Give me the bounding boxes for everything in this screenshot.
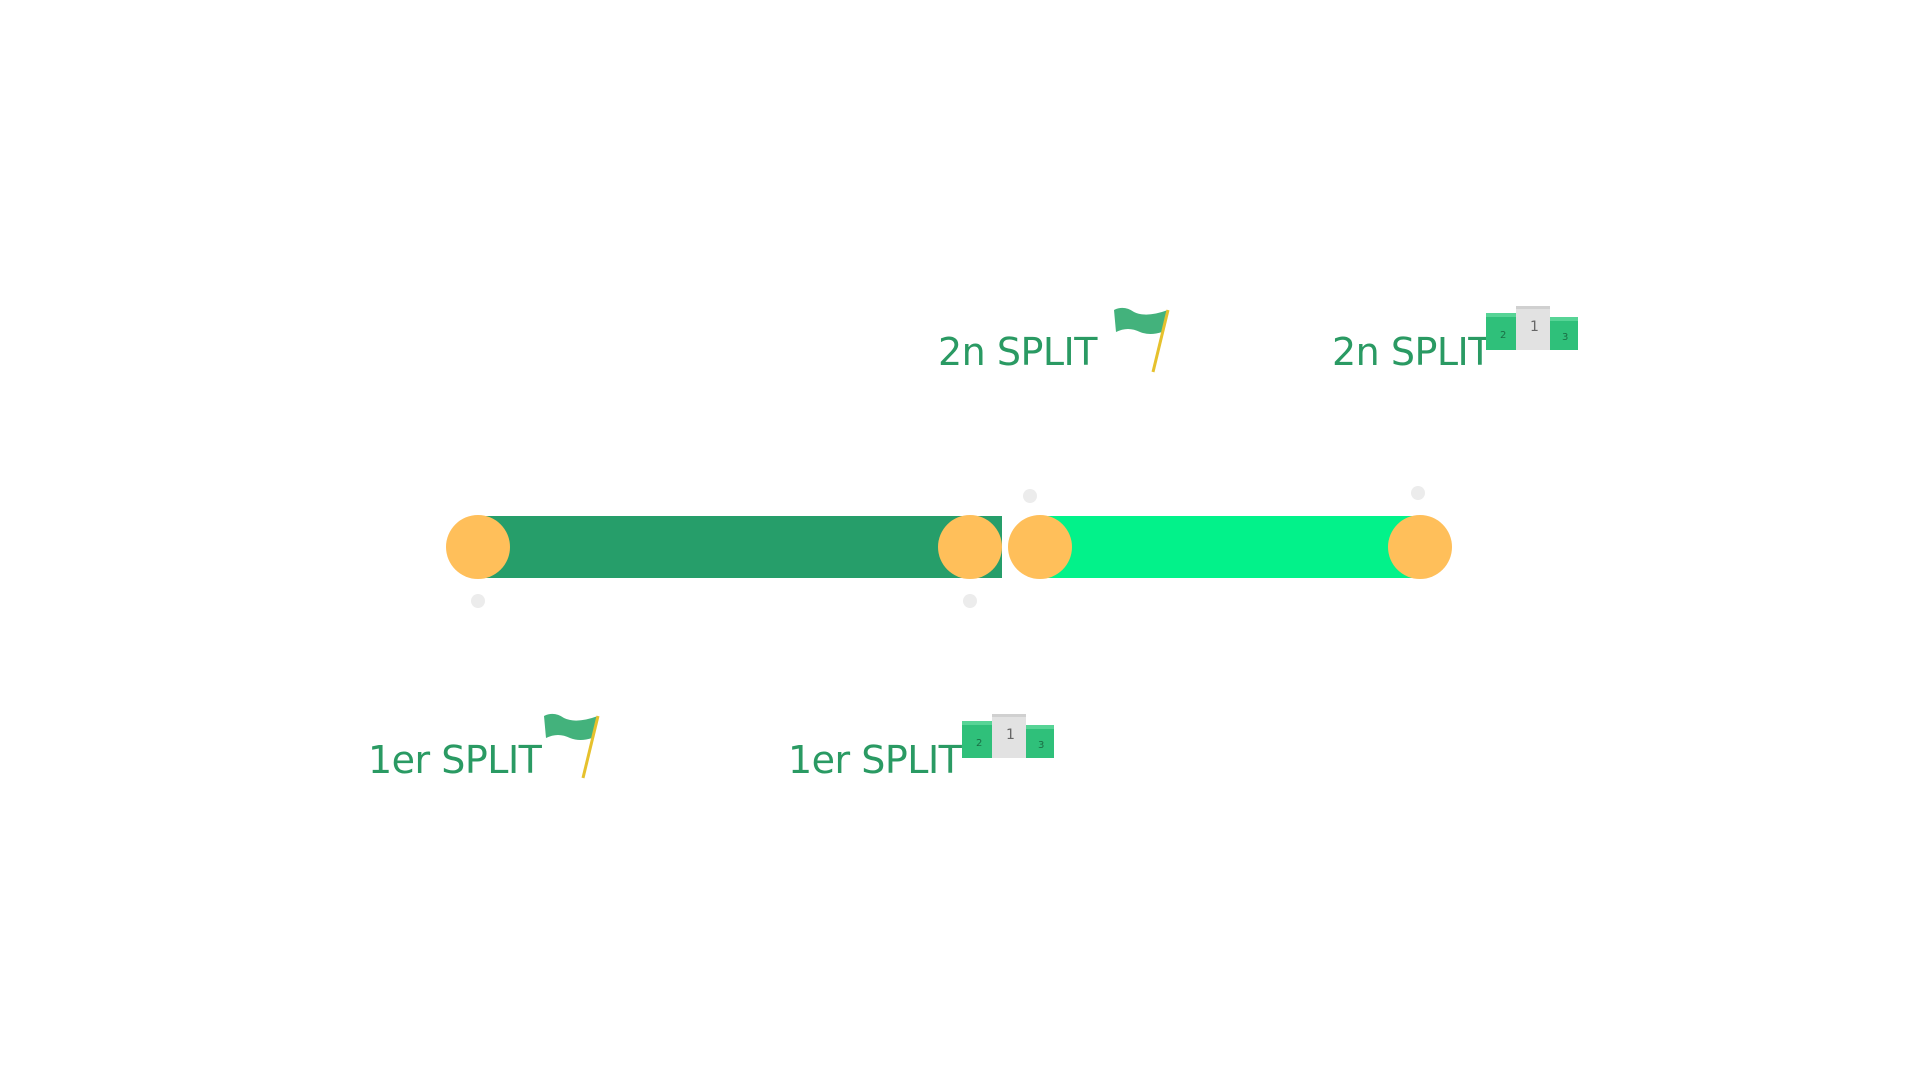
podium-second: 2	[976, 738, 982, 749]
split-2-end-node	[1388, 515, 1452, 579]
podium-third: 3	[1038, 740, 1044, 751]
split-2-bar	[1040, 516, 1420, 578]
split-1-start-node	[446, 515, 510, 579]
split-1-end-label: 1er SPLIT	[788, 738, 962, 782]
split-1-start-label: 1er SPLIT	[368, 738, 542, 782]
split-1-bar	[478, 516, 1002, 578]
split-2-start-node	[1008, 515, 1072, 579]
split-1-end-node	[938, 515, 1002, 579]
podium-icon: 2 1 3	[962, 714, 1054, 758]
podium-second: 2	[1500, 330, 1506, 341]
flag-icon	[540, 712, 602, 780]
podium-first: 1	[1530, 319, 1539, 335]
split-1-end-tick	[963, 594, 977, 608]
podium-icon: 2 1 3	[1486, 306, 1578, 350]
podium-third: 3	[1562, 332, 1568, 343]
split-2-start-label: 2n SPLIT	[938, 330, 1097, 374]
split-1-start-tick	[471, 594, 485, 608]
split-2-end-tick	[1411, 486, 1425, 500]
split-2-end-label: 2n SPLIT	[1332, 330, 1491, 374]
podium-first: 1	[1006, 727, 1015, 743]
flag-icon	[1110, 306, 1172, 374]
split-2-start-tick	[1023, 489, 1037, 503]
